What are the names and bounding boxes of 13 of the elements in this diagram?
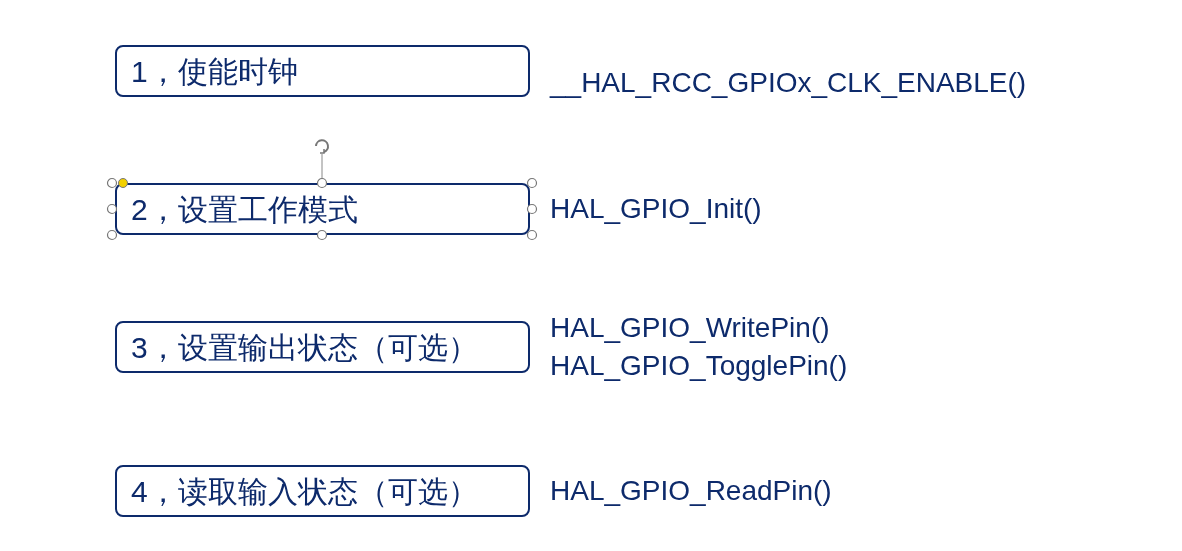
step-label: 2，设置工作模式 (131, 192, 359, 226)
step-box (115, 45, 530, 97)
step-box (115, 465, 530, 517)
function-name: HAL_GPIO_ReadPin() (550, 474, 832, 508)
step-box (115, 183, 530, 235)
function-name: HAL_GPIO_WritePin() (550, 311, 831, 345)
function-name: __HAL_RCC_GPIOx_CLK_ENABLE() (550, 66, 1027, 100)
step-label: 4，读取输入状态（可选） (131, 474, 479, 508)
step-label: 1，使能时钟 (131, 54, 299, 88)
function-name: HAL_GPIO_TogglePin() (550, 349, 848, 383)
step-label: 3，设置输出状态（可选） (131, 330, 479, 364)
step-box (115, 321, 530, 373)
function-name: HAL_GPIO_Init() (550, 192, 762, 226)
